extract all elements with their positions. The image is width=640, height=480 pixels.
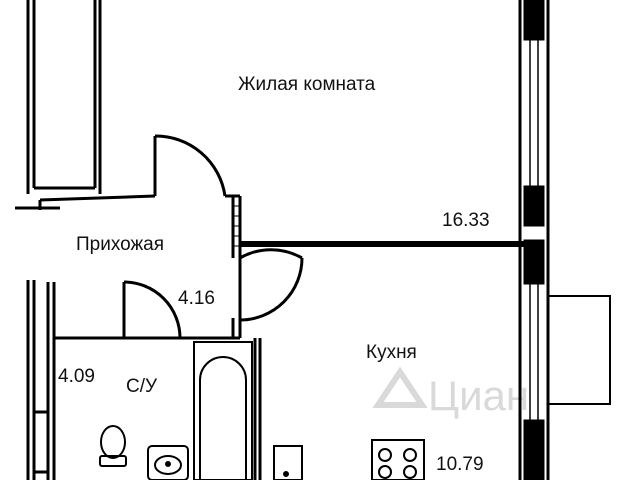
toilet-icon bbox=[99, 425, 127, 467]
room-area-hallway: 4.16 bbox=[178, 288, 215, 309]
loggia-wall bbox=[15, 0, 156, 210]
watermark-logo-icon bbox=[372, 366, 428, 408]
cabinet bbox=[273, 445, 303, 480]
stove-icon bbox=[371, 439, 425, 480]
dividing-wall bbox=[240, 241, 524, 247]
bathroom-walls bbox=[46, 280, 262, 480]
room-name-living: Жилая комната bbox=[238, 74, 376, 95]
sink-icon bbox=[147, 445, 189, 480]
wall-hatching bbox=[233, 205, 240, 247]
watermark: Циан bbox=[372, 366, 529, 419]
left-wall bbox=[26, 280, 50, 480]
room-area-living: 16.33 bbox=[442, 210, 490, 231]
room-area-kitchen: 10.79 bbox=[436, 454, 484, 475]
room-area-bathroom: 4.09 bbox=[58, 366, 95, 387]
kitchen-door bbox=[238, 248, 304, 336]
room-name-bathroom: С/У bbox=[126, 376, 158, 397]
balcony-ledge bbox=[547, 295, 611, 405]
watermark-brand: Циан bbox=[428, 372, 529, 419]
entry-partition bbox=[153, 134, 242, 258]
room-name-kitchen: Кухня bbox=[366, 342, 417, 363]
room-name-hallway: Прихожая bbox=[76, 234, 164, 255]
window-frames bbox=[529, 40, 539, 420]
bathtub bbox=[193, 341, 253, 480]
